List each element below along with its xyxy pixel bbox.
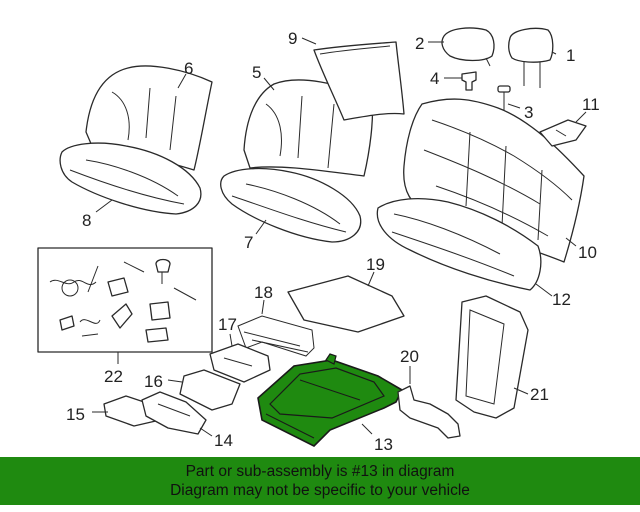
callout-3: 3 [524,103,533,122]
callout-15: 15 [66,405,85,424]
part-21-back-panel[interactable] [455,295,529,419]
callout-1: 1 [566,46,575,65]
callout-8: 8 [82,211,91,230]
callout-21: 21 [530,385,549,404]
part-8-seat-cushion[interactable] [59,142,202,215]
callout-9: 9 [288,29,297,48]
part-19-pad[interactable] [287,275,405,333]
callout-22: 22 [104,367,123,386]
part-20-bracket[interactable] [397,385,461,439]
callout-17: 17 [218,315,237,334]
part-10-back-frame[interactable] [403,98,585,263]
callout-2: 2 [415,34,424,53]
part-22-hardware-kit[interactable] [37,247,213,353]
info-banner: Part or sub-assembly is #13 in diagram D… [0,457,640,505]
callout-5: 5 [252,63,261,82]
part-13-highlighted[interactable] [257,353,404,447]
callout-4: 4 [430,69,439,88]
callout-6: 6 [184,59,193,78]
callout-14: 14 [214,431,233,450]
callout-19: 19 [366,255,385,274]
callout-labels: 1 2 3 4 5 6 7 8 9 10 11 12 13 14 15 16 1… [66,29,600,454]
banner-line-2: Diagram may not be specific to your vehi… [170,482,470,499]
banner-line-1: Part or sub-assembly is #13 in diagram [185,463,455,480]
callout-16: 16 [144,372,163,391]
part-7-seat-cushion[interactable] [220,167,362,243]
leader-lines [92,37,587,437]
part-11-bracket[interactable] [539,119,587,147]
part-14-bracket[interactable] [141,391,207,435]
callout-20: 20 [400,347,419,366]
part-2-headrest[interactable] [441,27,495,67]
part-16-pad[interactable] [179,369,241,411]
parts-diagram: 1 2 3 4 5 6 7 8 9 10 11 12 13 14 15 16 1… [37,27,600,454]
part-1-headrest[interactable] [508,27,554,88]
part-12-cushion-frame[interactable] [376,198,542,291]
part-9-pad[interactable] [313,41,405,121]
callout-7: 7 [244,233,253,252]
callout-11: 11 [582,95,600,114]
callout-18: 18 [254,283,273,302]
part-17-bracket[interactable] [209,343,271,383]
part-4-guide[interactable] [461,71,477,91]
callout-13: 13 [374,435,393,454]
callout-10: 10 [578,243,597,262]
callout-12: 12 [552,290,571,309]
part-18-wire-frame[interactable] [237,315,315,357]
